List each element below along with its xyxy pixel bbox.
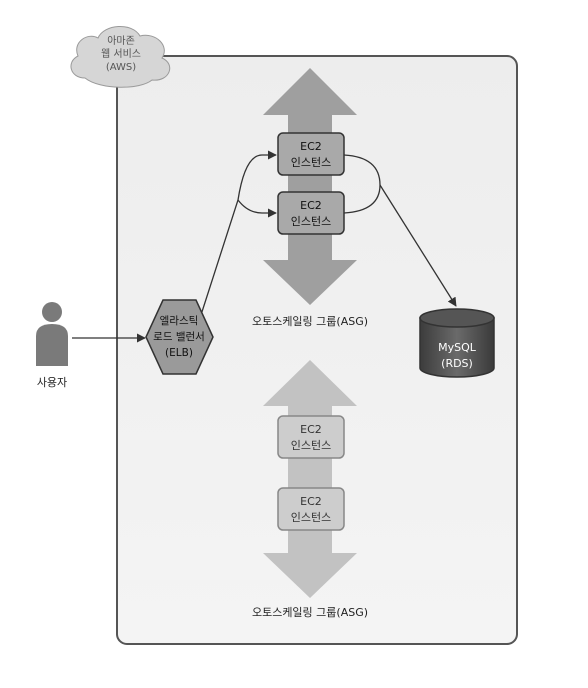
scaling-arrow-bottom <box>263 360 357 598</box>
ec2-2-connector <box>343 184 381 214</box>
db-label-line1: MySQL <box>438 341 477 354</box>
instance-label: 인스턴스 <box>291 511 331 524</box>
elb-label-line2: 로드 밸런서 <box>153 331 205 343</box>
ec2-instance-top-1: EC2 인스턴스 <box>277 132 345 176</box>
cloud-label-line2: 웹 서비스 <box>101 48 141 60</box>
rds-database: MySQL (RDS) <box>419 308 495 378</box>
scaling-arrow-top <box>263 68 357 305</box>
elb-label-line1: 엘라스틱 <box>160 314 199 327</box>
database-icon <box>419 317 495 378</box>
ec2-instance-bottom-2: EC2 인스턴스 <box>277 487 345 531</box>
instance-label: 인스턴스 <box>291 439 331 452</box>
user-icon <box>36 302 68 366</box>
elb-hexagon <box>145 299 214 375</box>
cloud-icon <box>70 26 171 88</box>
ec2-to-rds-arrow <box>379 184 457 307</box>
cloud-label-line1: 아마존 <box>107 35 135 47</box>
instance-label: 인스턴스 <box>291 156 331 169</box>
elb-node: 엘라스틱 로드 밸런서 (ELB) <box>145 299 214 375</box>
aws-cloud-panel <box>116 55 518 645</box>
ec2-1-connector <box>343 154 381 186</box>
aws-cloud-badge: 아마존 웹 서비스 (AWS) <box>70 26 171 88</box>
asg-top-caption: 오토스케일링 그룹(ASG) <box>252 314 368 328</box>
instance-label: 인스턴스 <box>291 215 331 228</box>
ec2-instance-bottom-1: EC2 인스턴스 <box>277 415 345 459</box>
elb-to-ec2-arrow-2 <box>237 199 277 218</box>
elb-label-line3: (ELB) <box>165 347 193 359</box>
cloud-label-line3: (AWS) <box>106 62 136 73</box>
user-node: 사용자 <box>36 302 68 389</box>
elb-to-ec2-arrow-1 <box>199 150 277 319</box>
asg-bottom-caption: 오토스케일링 그룹(ASG) <box>252 605 368 619</box>
ec2-label: EC2 <box>300 495 322 508</box>
db-label-line2: (RDS) <box>441 357 473 370</box>
ec2-label: EC2 <box>300 199 322 212</box>
ec2-label: EC2 <box>300 423 322 436</box>
ec2-label: EC2 <box>300 140 322 153</box>
ec2-instance-top-2: EC2 인스턴스 <box>277 191 345 235</box>
user-label: 사용자 <box>37 376 67 389</box>
